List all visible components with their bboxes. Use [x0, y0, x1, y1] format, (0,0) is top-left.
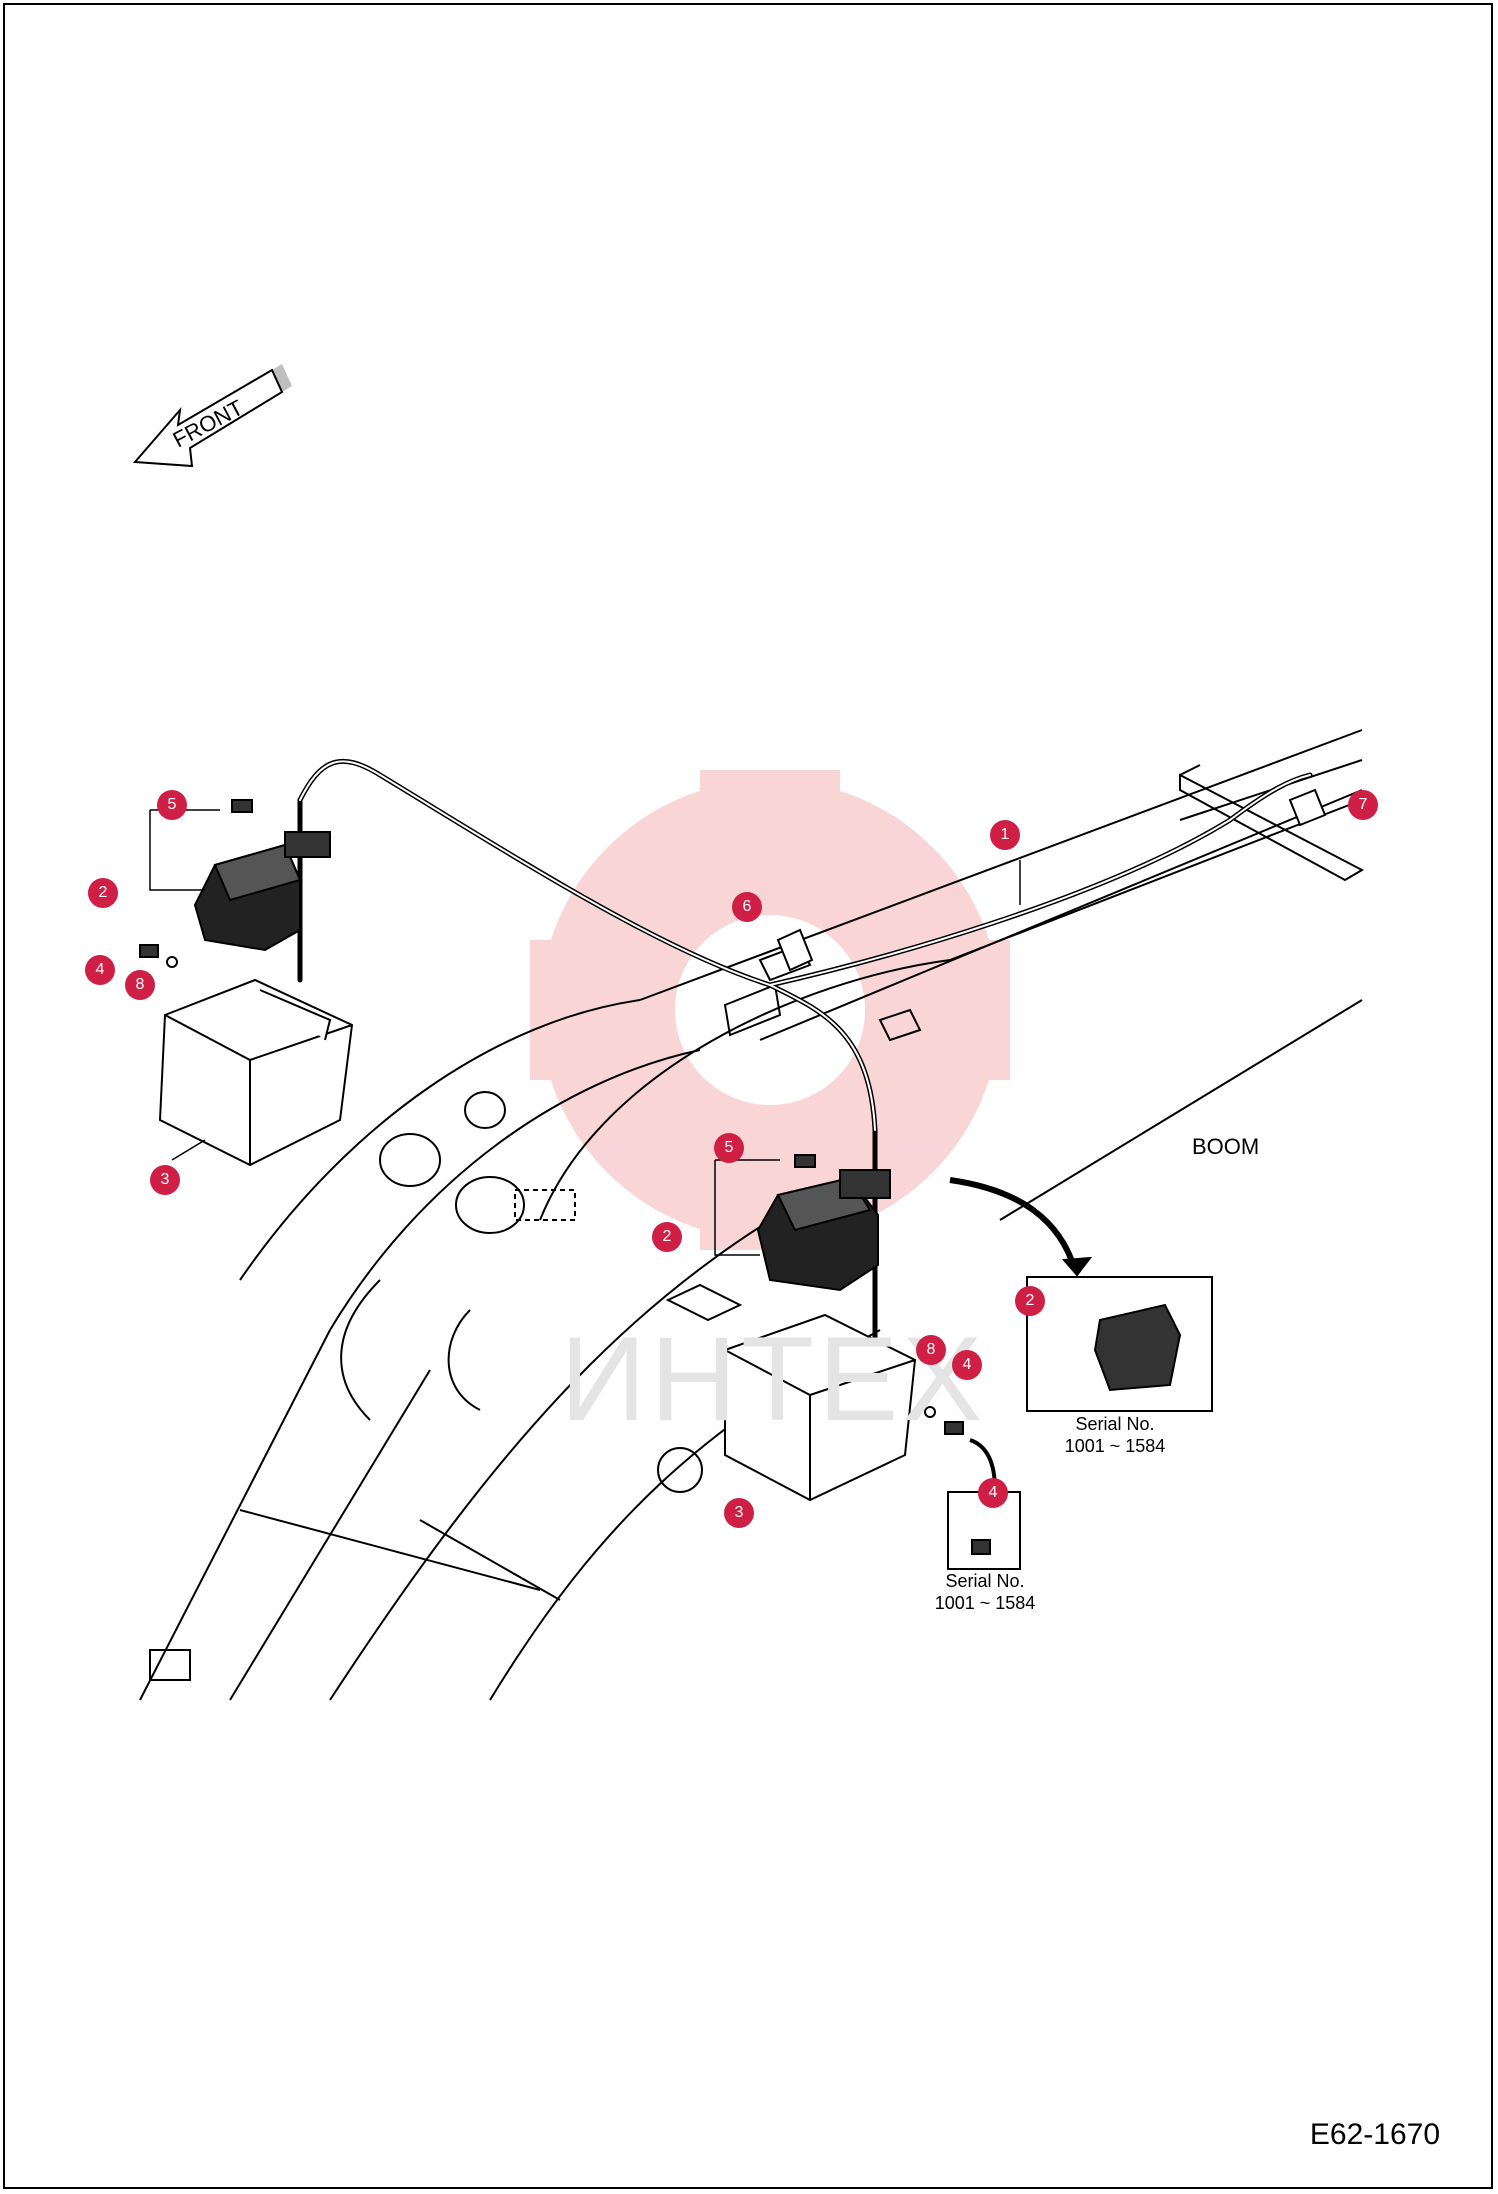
serial-label: Serial No. [1075, 1414, 1155, 1434]
callout-8[interactable]: 8 [916, 1335, 946, 1365]
callout-4[interactable]: 4 [952, 1350, 982, 1380]
leader-lines [149, 809, 1021, 1256]
inset-lamp-serial [949, 1177, 1213, 1412]
callout-4[interactable]: 4 [978, 1478, 1008, 1508]
callout-3[interactable]: 3 [724, 1498, 754, 1528]
callout-5[interactable]: 5 [157, 790, 187, 820]
callout-8[interactable]: 8 [125, 970, 155, 1000]
serial-range: 1001 ~ 1584 [934, 1593, 1036, 1613]
lamp-guard-left [158, 978, 354, 1167]
drawing-frame [3, 3, 1493, 2189]
watermark-text: ИНТЕХ [560, 1312, 987, 1446]
callout-7[interactable]: 7 [1348, 790, 1378, 820]
callout-3[interactable]: 3 [150, 1165, 180, 1195]
inset-serial-bolt: Serial No. 1001 ~ 1584 [920, 1570, 1050, 1614]
inset-serial-lamp: Serial No. 1001 ~ 1584 [1050, 1413, 1180, 1457]
callout-1[interactable]: 1 [990, 820, 1020, 850]
clamp-6 [776, 928, 814, 972]
connector-7 [1288, 788, 1327, 827]
serial-range: 1001 ~ 1584 [1064, 1436, 1166, 1456]
callout-4[interactable]: 4 [85, 955, 115, 985]
front-arrow-text: FRONT [169, 395, 248, 453]
front-arrow-icon [132, 364, 292, 468]
serial-label: Serial No. [945, 1571, 1025, 1591]
callout-2[interactable]: 2 [1015, 1286, 1045, 1316]
boom-label: BOOM [1192, 1134, 1260, 1159]
bolt-center [794, 1154, 964, 1435]
callout-2[interactable]: 2 [88, 878, 118, 908]
wire-harness-inner [299, 760, 1311, 1131]
lamp-guard-center [665, 1283, 917, 1502]
work-lamp-center [756, 1169, 891, 1292]
callout-2[interactable]: 2 [652, 1222, 682, 1252]
drawing-code: E62-1670 [1309, 2118, 1440, 2151]
work-lamp-left [193, 831, 331, 952]
watermark-gear-icon [530, 770, 1010, 1250]
callout-6[interactable]: 6 [732, 892, 762, 922]
bolt-left [139, 799, 253, 968]
callout-5[interactable]: 5 [714, 1133, 744, 1163]
